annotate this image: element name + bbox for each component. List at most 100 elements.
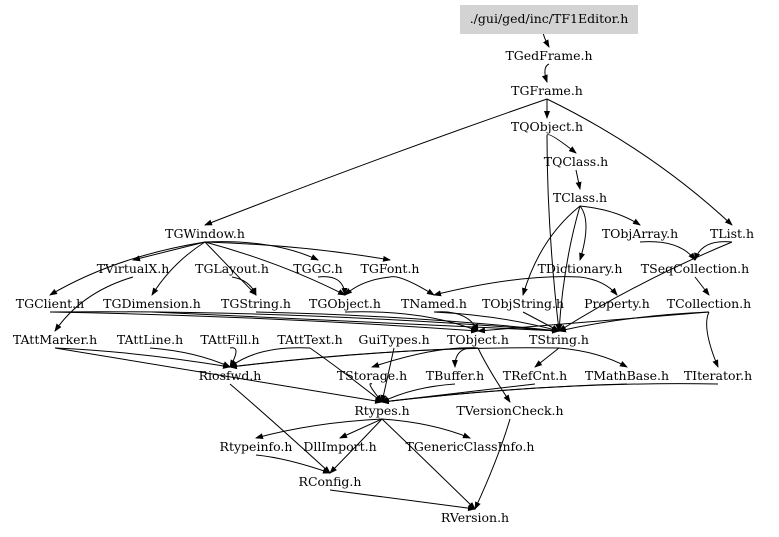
edge-tstring-h-to-trefcnt-h — [534, 347, 560, 368]
edge-rtypes-h-to-rtypeinfo-h — [255, 418, 383, 440]
edge-titerator-h-to-rtypes-h — [381, 383, 719, 405]
node-tqobject-h[interactable]: TQObject.h — [511, 119, 583, 134]
node-tseqcollection-h[interactable]: TSeqCollection.h — [641, 261, 749, 276]
edge-tobject-h-to-tbuffer-h — [451, 347, 479, 368]
edge-tseqcollection-h-to-tcollection-h — [694, 276, 710, 296]
edge-tclass-h-to-tobjarray-h — [579, 205, 641, 226]
edge-rconfig-h-to-rversion-h — [329, 489, 476, 512]
node-tobjarray-h[interactable]: TObjArray.h — [602, 226, 678, 241]
nodes: ./gui/ged/inc/TF1Editor.hTGedFrame.hTGFr… — [13, 5, 754, 525]
node-tnamed-h[interactable]: TNamed.h — [401, 296, 467, 311]
node-property-h[interactable]: Property.h — [584, 296, 650, 311]
edge-tdictionary-h-to-tnamed-h — [433, 276, 581, 297]
edge-tdictionary-h-to-property-h — [579, 276, 618, 296]
edge-tgframe-h-to-tgwindow-h — [204, 98, 548, 226]
edge-rtypes-h-to-tgenericclassinfo-h — [381, 418, 471, 439]
node-trefcnt-h[interactable]: TRefCnt.h — [503, 368, 567, 383]
node-tversioncheck-h[interactable]: TVersionCheck.h — [456, 403, 563, 418]
node-rversion-h[interactable]: RVersion.h — [441, 510, 509, 525]
node-rconfig-h[interactable]: RConfig.h — [299, 474, 362, 489]
edge-tqobject-h-to-tstring-h — [546, 134, 562, 332]
node-tbuffer-h[interactable]: TBuffer.h — [426, 368, 484, 383]
node-tgframe-h[interactable]: TGFrame.h — [511, 83, 583, 98]
edge-tclass-h-to-tstring-h — [556, 205, 581, 332]
node-tcollection-h[interactable]: TCollection.h — [667, 296, 751, 311]
edge-rtypeinfo-h-to-rconfig-h — [255, 454, 331, 474]
edge-tversioncheck-h-to-rversion-h — [474, 418, 511, 510]
node-tqclass-h[interactable]: TQClass.h — [544, 154, 608, 169]
node-tggc-h[interactable]: TGGC.h — [293, 261, 342, 276]
edge-tgstring-h-to-tstring-h — [255, 311, 560, 334]
node-tmathbase-h[interactable]: TMathBase.h — [585, 368, 669, 383]
edge-tclass-h-to-tdictionary-h — [579, 205, 587, 261]
node-tattfill-h[interactable]: TAttFill.h — [200, 332, 259, 347]
edge-tattfill-h-to-riosfwd-h — [229, 347, 237, 368]
edge-tglayout-h-to-tgstring-h — [231, 276, 257, 296]
edge-tgclient-h-to-tstring-h — [49, 311, 560, 334]
node-tgwindow-h[interactable]: TGWindow.h — [165, 226, 245, 241]
edge-tgwindow-h-to-tgdimension-h — [151, 241, 206, 296]
node-rtypeinfo-h[interactable]: Rtypeinfo.h — [220, 439, 293, 454]
edge-tgedframe-h-to-tgframe-h — [541, 63, 550, 83]
node-tgenericclassinfo-h[interactable]: TGenericClassInfo.h — [406, 439, 535, 454]
node-titerator-h[interactable]: TIterator.h — [684, 368, 752, 383]
edge-tqclass-h-to-tclass-h — [575, 169, 582, 190]
edge-tattmarker-h-to-riosfwd-h — [54, 347, 231, 369]
edge-tgdimension-h-to-tstring-h — [151, 311, 560, 334]
edge-tgobject-h-to-tobject-h — [344, 311, 479, 332]
edge-tgwindow-h-to-tggc-h — [204, 241, 319, 261]
edge-tstorage-h-to-rtypes-h — [369, 383, 383, 403]
edge-tgframe-h-to-tlist-h — [546, 98, 733, 226]
node-tclass-h[interactable]: TClass.h — [553, 190, 607, 205]
node-tdictionary-h[interactable]: TDictionary.h — [538, 261, 623, 276]
edge-tvirtualx-h-to-tattmarker-h — [54, 276, 134, 332]
node-tattmarker-h[interactable]: TAttMarker.h — [13, 332, 97, 347]
node-tattline-h[interactable]: TAttLine.h — [117, 332, 183, 347]
edge-tattline-h-to-riosfwd-h — [149, 347, 231, 368]
edge-tgfont-h-to-tnamed-h — [389, 276, 435, 296]
edge-tqobject-h-to-tqclass-h — [546, 134, 577, 154]
node-tgdimension-h[interactable]: TGDimension.h — [103, 296, 201, 311]
edge-tcollection-h-to-titerator-h — [706, 311, 719, 368]
edge-tgwindow-h-to-tgobject-h — [204, 241, 346, 296]
node-tglayout-h[interactable]: TGLayout.h — [195, 261, 269, 276]
edge-tattmarker-h-to-rtypes-h — [54, 347, 383, 404]
edge-tbuffer-h-to-rtypes-h — [381, 383, 456, 403]
node-dllimport-h[interactable]: DllImport.h — [303, 439, 376, 454]
node-tgfont-h[interactable]: TGFont.h — [361, 261, 420, 276]
node-rtypes-h[interactable]: Rtypes.h — [354, 403, 409, 418]
edge-rtypes-h-to-rversion-h — [381, 418, 476, 510]
node-tobjstring-h[interactable]: TObjString.h — [482, 296, 564, 311]
edge-tgwindow-h-to-tgclient-h — [49, 241, 206, 296]
edge-tstring-h-to-tmathbase-h — [558, 347, 628, 368]
node-tgedframe-h[interactable]: TGedFrame.h — [505, 48, 592, 63]
edge-tgfont-h-to-tgobject-h — [344, 276, 391, 296]
node-tgobject-h[interactable]: TGObject.h — [309, 296, 381, 311]
edge-tstring-h-to-riosfwd-h — [229, 347, 560, 370]
edge-tclass-h-to-tobjstring-h — [522, 205, 581, 296]
node-tobject-h[interactable]: TObject.h — [447, 332, 509, 347]
node-tstring-h[interactable]: TString.h — [529, 332, 589, 347]
edge-tnamed-h-to-tstring-h — [433, 311, 560, 333]
edges — [49, 26, 733, 512]
edge-tggc-h-to-tgobject-h — [317, 276, 348, 296]
node-tstorage-h[interactable]: TStorage.h — [337, 368, 407, 383]
node-tgclient-h[interactable]: TGClient.h — [16, 296, 84, 311]
node-tgstring-h[interactable]: TGString.h — [221, 296, 291, 311]
node-gui-ged-inc-tf1editor-h[interactable]: ./gui/ged/inc/TF1Editor.h — [470, 11, 629, 26]
edge-tcollection-h-to-tstring-h — [558, 311, 710, 333]
edge-rtypes-h-to-dllimport-h — [339, 418, 383, 439]
edge-tobject-h-to-tversioncheck-h — [477, 347, 511, 403]
node-tlist-h[interactable]: TList.h — [710, 226, 754, 241]
node-riosfwd-h[interactable]: Riosfwd.h — [199, 368, 262, 383]
edge-tatttext-h-to-rtypes-h — [309, 347, 383, 403]
edge-riosfwd-h-to-rconfig-h — [229, 383, 331, 474]
edge-tobjarray-h-to-tseqcollection-h — [639, 241, 696, 261]
edge-tlist-h-to-tseqcollection-h — [694, 241, 733, 261]
node-guitypes-h[interactable]: GuiTypes.h — [358, 332, 429, 347]
edge-tatttext-h-to-riosfwd-h — [229, 347, 311, 368]
node-tvirtualx-h[interactable]: TVirtualX.h — [97, 261, 170, 276]
node-tatttext-h[interactable]: TAttText.h — [277, 332, 342, 347]
